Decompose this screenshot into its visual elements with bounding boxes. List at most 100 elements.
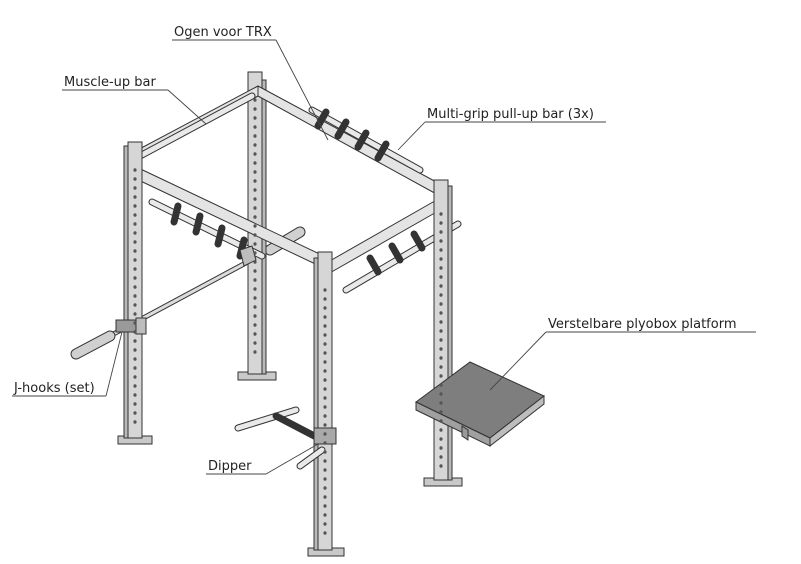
post-hole — [323, 477, 327, 481]
post-hole — [133, 312, 137, 316]
post-hole — [439, 437, 443, 441]
post-hole — [253, 341, 257, 345]
post-hole — [323, 513, 327, 517]
post-hole — [439, 338, 443, 342]
post-hole — [439, 410, 443, 414]
post-hole — [439, 311, 443, 315]
post-hole — [323, 342, 327, 346]
post-hole — [133, 420, 137, 424]
post-front-right — [307, 251, 345, 557]
post-hole — [133, 321, 137, 325]
post-hole — [439, 455, 443, 459]
post-hole — [253, 332, 257, 336]
post-hole — [253, 116, 257, 120]
post-hole — [133, 384, 137, 388]
post-hole — [439, 428, 443, 432]
post-hole — [253, 323, 257, 327]
post-hole — [253, 179, 257, 183]
post-hole — [439, 302, 443, 306]
post-hole — [133, 276, 137, 280]
post-hole — [133, 213, 137, 217]
post-hole — [323, 396, 327, 400]
post-hole — [439, 248, 443, 252]
post-hole — [323, 306, 327, 310]
post-hole — [323, 315, 327, 319]
callout-muscle-up: Muscle-up bar — [62, 75, 207, 125]
post-hole — [133, 249, 137, 253]
post-hole — [439, 419, 443, 423]
callout-plyobox: Verstelbare plyobox platform — [489, 317, 756, 391]
post-hole — [253, 305, 257, 309]
label-muscle-up: Muscle-up bar — [64, 75, 157, 90]
post-hole — [253, 269, 257, 273]
label-plyobox: Verstelbare plyobox platform — [548, 317, 737, 332]
post-hole — [253, 98, 257, 102]
post-hole — [253, 287, 257, 291]
post-hole — [323, 297, 327, 301]
post-hole — [323, 378, 327, 382]
j-hooks — [115, 245, 257, 335]
post-hole — [253, 350, 257, 354]
post-hole — [439, 365, 443, 369]
post-hole — [323, 486, 327, 490]
post-hole — [323, 369, 327, 373]
dipper — [234, 406, 337, 470]
muscle-up-bar — [136, 92, 256, 160]
post-hole — [133, 258, 137, 262]
post-hole — [253, 314, 257, 318]
post-hole — [323, 351, 327, 355]
post-hole — [323, 333, 327, 337]
post-front-left — [117, 141, 153, 445]
post-hole — [323, 405, 327, 409]
callout-dipper: Dipper — [206, 443, 319, 475]
multi-grip-bar-left — [148, 198, 266, 260]
post-hole — [253, 215, 257, 219]
post-holes — [133, 98, 443, 535]
multi-grip-bar-back — [308, 106, 424, 174]
post-hole — [133, 168, 137, 172]
post-hole — [439, 356, 443, 360]
post-hole — [253, 296, 257, 300]
post-hole — [323, 441, 327, 445]
post-hole — [133, 240, 137, 244]
post-hole — [133, 186, 137, 190]
post-hole — [253, 125, 257, 129]
post-hole — [439, 446, 443, 450]
post-hole — [253, 278, 257, 282]
post-hole — [133, 204, 137, 208]
post-hole — [323, 504, 327, 508]
post-hole — [439, 257, 443, 261]
post-hole — [133, 402, 137, 406]
post-hole — [323, 360, 327, 364]
post-hole — [253, 260, 257, 264]
post-hole — [323, 459, 327, 463]
post-hole — [253, 242, 257, 246]
post-hole — [133, 231, 137, 235]
post-hole — [253, 206, 257, 210]
post-hole — [439, 221, 443, 225]
post-hole — [133, 267, 137, 271]
post-hole — [253, 224, 257, 228]
post-hole — [133, 303, 137, 307]
post-hole — [253, 188, 257, 192]
post-hole — [323, 324, 327, 328]
label-jhooks: J-hooks (set) — [13, 381, 95, 396]
post-hole — [133, 393, 137, 397]
post-hole — [253, 161, 257, 165]
post-hole — [439, 347, 443, 351]
post-hole — [439, 230, 443, 234]
post-hole — [439, 212, 443, 216]
post-hole — [323, 450, 327, 454]
callout-jhooks: J-hooks (set) — [12, 331, 123, 397]
post-hole — [439, 374, 443, 378]
post-hole — [323, 495, 327, 499]
post-hole — [439, 266, 443, 270]
post-hole — [133, 339, 137, 343]
post-hole — [133, 195, 137, 199]
post-hole — [253, 251, 257, 255]
post-hole — [323, 414, 327, 418]
label-trx: Ogen voor TRX — [174, 25, 272, 40]
post-hole — [133, 375, 137, 379]
post-hole — [133, 285, 137, 289]
